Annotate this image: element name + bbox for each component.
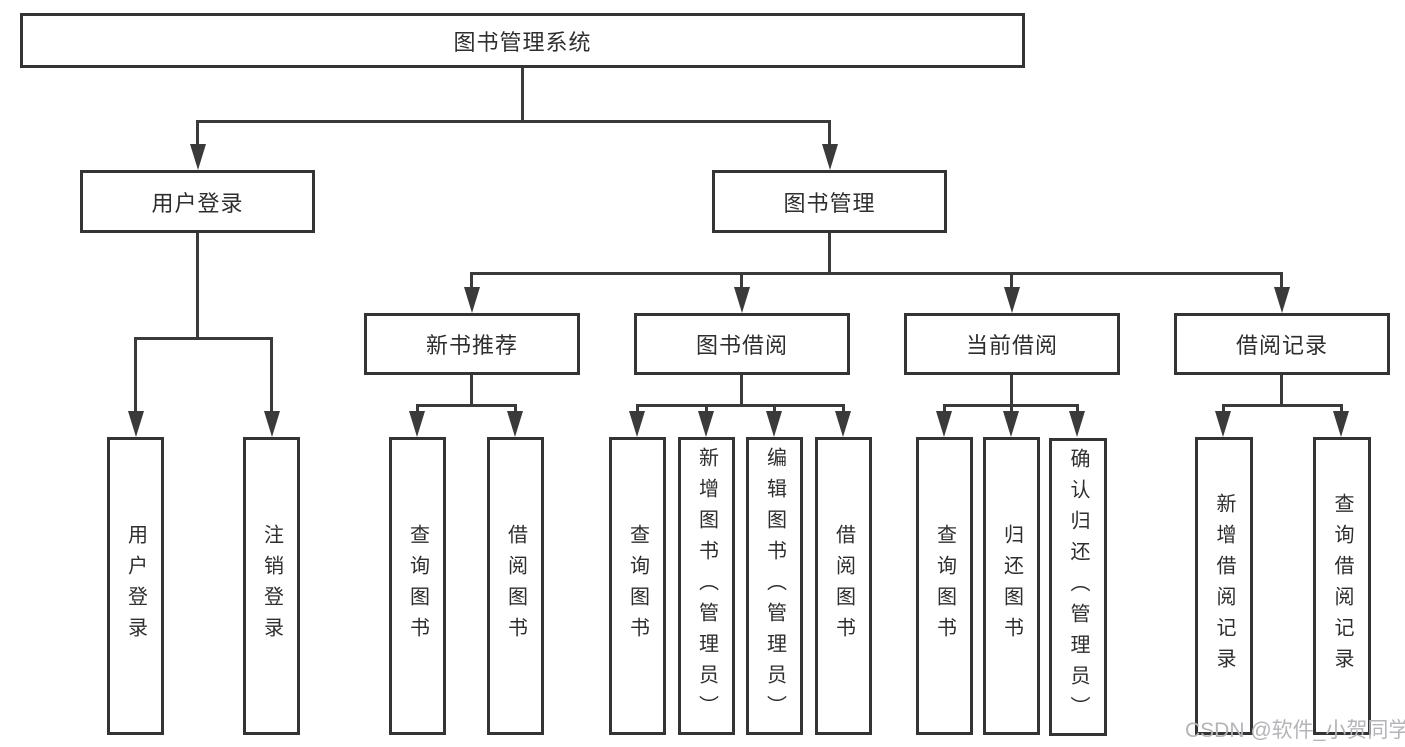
node-book-management: 图书管理 bbox=[712, 170, 947, 233]
arrowhead-down-icon bbox=[1215, 411, 1231, 437]
arrowhead-down-icon bbox=[766, 411, 782, 437]
leaf-logout: 注销登录 bbox=[243, 437, 300, 735]
leaf-borrowing-query-books-label: 查询图书 bbox=[626, 524, 649, 648]
leaf-recommend-query-books: 查询图书 bbox=[389, 437, 446, 735]
arrowhead-down-icon bbox=[507, 411, 523, 437]
leaf-current-return-books-label: 归还图书 bbox=[1000, 524, 1023, 648]
connector-vline bbox=[1340, 404, 1343, 414]
node-current-borrowing: 当前借阅 bbox=[904, 313, 1120, 375]
connector-hline bbox=[416, 404, 517, 407]
node-borrow-records: 借阅记录 bbox=[1174, 313, 1390, 375]
leaf-borrowing-edit-books-admin-label: 编辑图书（管理员） bbox=[763, 446, 786, 726]
arrowhead-down-icon bbox=[734, 287, 750, 313]
connector-vline bbox=[740, 375, 743, 407]
leaf-borrowing-edit-books-admin: 编辑图书（管理员） bbox=[746, 437, 803, 735]
node-new-book-recommend-label: 新书推荐 bbox=[425, 333, 518, 358]
connector-hline bbox=[134, 337, 273, 340]
leaf-current-confirm-return-admin-label: 确认归还（管理员） bbox=[1067, 447, 1089, 727]
leaf-recommend-borrow-books-label: 借阅图书 bbox=[504, 524, 527, 648]
leaf-current-query-books: 查询图书 bbox=[916, 437, 973, 735]
connector-vline bbox=[1010, 404, 1013, 414]
connector-hline bbox=[1222, 404, 1343, 407]
node-new-book-recommend: 新书推荐 bbox=[364, 313, 580, 375]
arrowhead-down-icon bbox=[698, 411, 714, 437]
arrowhead-down-icon bbox=[936, 411, 952, 437]
connector-vline bbox=[828, 233, 831, 275]
connector-vline bbox=[773, 404, 776, 414]
connector-hline bbox=[470, 272, 1283, 275]
arrowhead-down-icon bbox=[409, 411, 425, 437]
node-current-borrowing-label: 当前借阅 bbox=[965, 333, 1058, 358]
connector-vline bbox=[270, 337, 273, 413]
leaf-current-confirm-return-admin: 确认归还（管理员） bbox=[1049, 438, 1107, 736]
connector-vline bbox=[470, 375, 473, 407]
arrowhead-down-icon bbox=[835, 411, 851, 437]
arrowhead-down-icon bbox=[128, 411, 144, 437]
connector-vline bbox=[705, 404, 708, 414]
leaf-borrowing-add-books-admin-label: 新增图书（管理员） bbox=[695, 446, 718, 726]
connector-vline bbox=[521, 68, 524, 123]
connector-vline bbox=[1010, 375, 1013, 407]
leaf-recommend-query-books-label: 查询图书 bbox=[406, 524, 429, 648]
connector-hline bbox=[196, 120, 831, 123]
connector-vline bbox=[828, 120, 831, 147]
connector-vline bbox=[1076, 404, 1079, 414]
connector-vline bbox=[416, 404, 419, 414]
node-book-borrowing: 图书借阅 bbox=[634, 313, 850, 375]
leaf-borrowing-query-books: 查询图书 bbox=[609, 437, 666, 735]
leaf-current-query-books-label: 查询图书 bbox=[933, 524, 956, 648]
connector-vline bbox=[134, 337, 137, 413]
connector-vline bbox=[1010, 272, 1013, 290]
connector-vline bbox=[514, 404, 517, 414]
node-user-login-label: 用户登录 bbox=[151, 190, 244, 216]
node-user-login: 用户登录 bbox=[80, 170, 315, 233]
connector-hline bbox=[636, 404, 845, 407]
leaf-borrowing-borrow-books-label: 借阅图书 bbox=[832, 524, 855, 648]
leaf-user-login: 用户登录 bbox=[107, 437, 164, 735]
connector-vline bbox=[740, 272, 743, 290]
node-book-borrowing-label: 图书借阅 bbox=[695, 333, 788, 358]
connector-vline bbox=[1280, 375, 1283, 407]
arrowhead-down-icon bbox=[190, 144, 206, 170]
leaf-logout-label: 注销登录 bbox=[260, 524, 283, 648]
arrowhead-down-icon bbox=[464, 287, 480, 313]
node-root: 图书管理系统 bbox=[20, 13, 1025, 68]
leaf-user-login-label: 用户登录 bbox=[124, 524, 147, 648]
leaf-recommend-borrow-books: 借阅图书 bbox=[487, 437, 544, 735]
leaf-records-add-record: 新增借阅记录 bbox=[1195, 437, 1253, 735]
arrowhead-down-icon bbox=[629, 411, 645, 437]
leaf-borrowing-add-books-admin: 新增图书（管理员） bbox=[678, 437, 735, 735]
arrowhead-down-icon bbox=[1333, 411, 1349, 437]
node-book-management-label: 图书管理 bbox=[783, 190, 876, 216]
leaf-records-add-record-label: 新增借阅记录 bbox=[1213, 493, 1235, 679]
arrowhead-down-icon bbox=[1004, 287, 1020, 313]
leaf-records-query-record-label: 查询借阅记录 bbox=[1331, 493, 1353, 679]
connector-vline bbox=[1280, 272, 1283, 290]
connector-vline bbox=[943, 404, 946, 414]
connector-vline bbox=[636, 404, 639, 414]
leaf-current-return-books: 归还图书 bbox=[983, 437, 1040, 735]
connector-vline bbox=[196, 233, 199, 340]
csdn-watermark: CSDN @软件_小贺同学 bbox=[1185, 719, 1405, 742]
arrowhead-down-icon bbox=[1069, 411, 1085, 437]
arrowhead-down-icon bbox=[264, 411, 280, 437]
arrowhead-down-icon bbox=[1274, 287, 1290, 313]
connector-vline bbox=[842, 404, 845, 414]
arrowhead-down-icon bbox=[1003, 411, 1019, 437]
connector-vline bbox=[470, 272, 473, 290]
connector-vline bbox=[196, 120, 199, 147]
connector-vline bbox=[1222, 404, 1225, 414]
leaf-records-query-record: 查询借阅记录 bbox=[1313, 437, 1371, 735]
node-root-label: 图书管理系统 bbox=[453, 29, 592, 55]
leaf-borrowing-borrow-books: 借阅图书 bbox=[815, 437, 872, 735]
arrowhead-down-icon bbox=[822, 144, 838, 170]
node-borrow-records-label: 借阅记录 bbox=[1235, 333, 1328, 358]
